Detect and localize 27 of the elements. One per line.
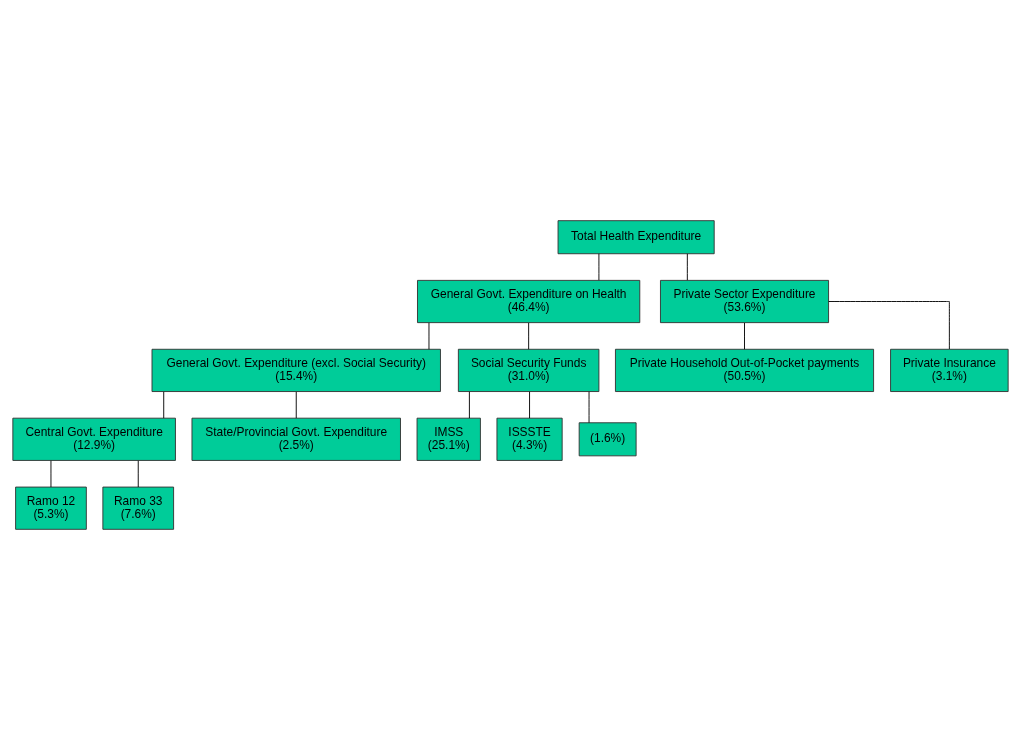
connector [137,460,139,488]
node-box: Central Govt. Expenditure (12.9%) [12,417,176,461]
node-box: General Govt. Expenditure on Health (46.4%) [417,279,641,324]
connector [50,460,52,488]
connector [686,253,688,281]
node-box: Ramo 33 (7.6%) [102,486,175,530]
node-box: Private Insurance (3.1%) [890,348,1009,392]
node-box: Total Health Expenditure [557,220,715,255]
node-box: Private Sector Expenditure (53.6%) [660,279,830,324]
node-box: Ramo 12 (5.3%) [15,486,87,530]
connector [529,391,530,419]
connector [163,391,165,419]
node-box: IMSS (25.1%) [416,417,481,461]
connector [468,391,470,419]
connector [598,253,600,281]
connector [588,391,590,424]
node-box: State/Provincial Govt. Expenditure (2.5%) [191,417,401,461]
connector [428,322,430,350]
node-box: Social Security Funds (31.0%) [457,348,600,392]
connector [828,301,950,350]
node-box: General Govt. Expenditure (excl. Social Security) (15.4%) [151,348,441,392]
node-box: (1.6%) [578,422,637,457]
connector [295,391,297,419]
connector [528,322,530,350]
connector [744,322,745,350]
node-box: Private Household Out-of-Pocket payments (50.5%) [615,348,875,392]
node-box: ISSSTE (4.3%) [496,417,563,461]
